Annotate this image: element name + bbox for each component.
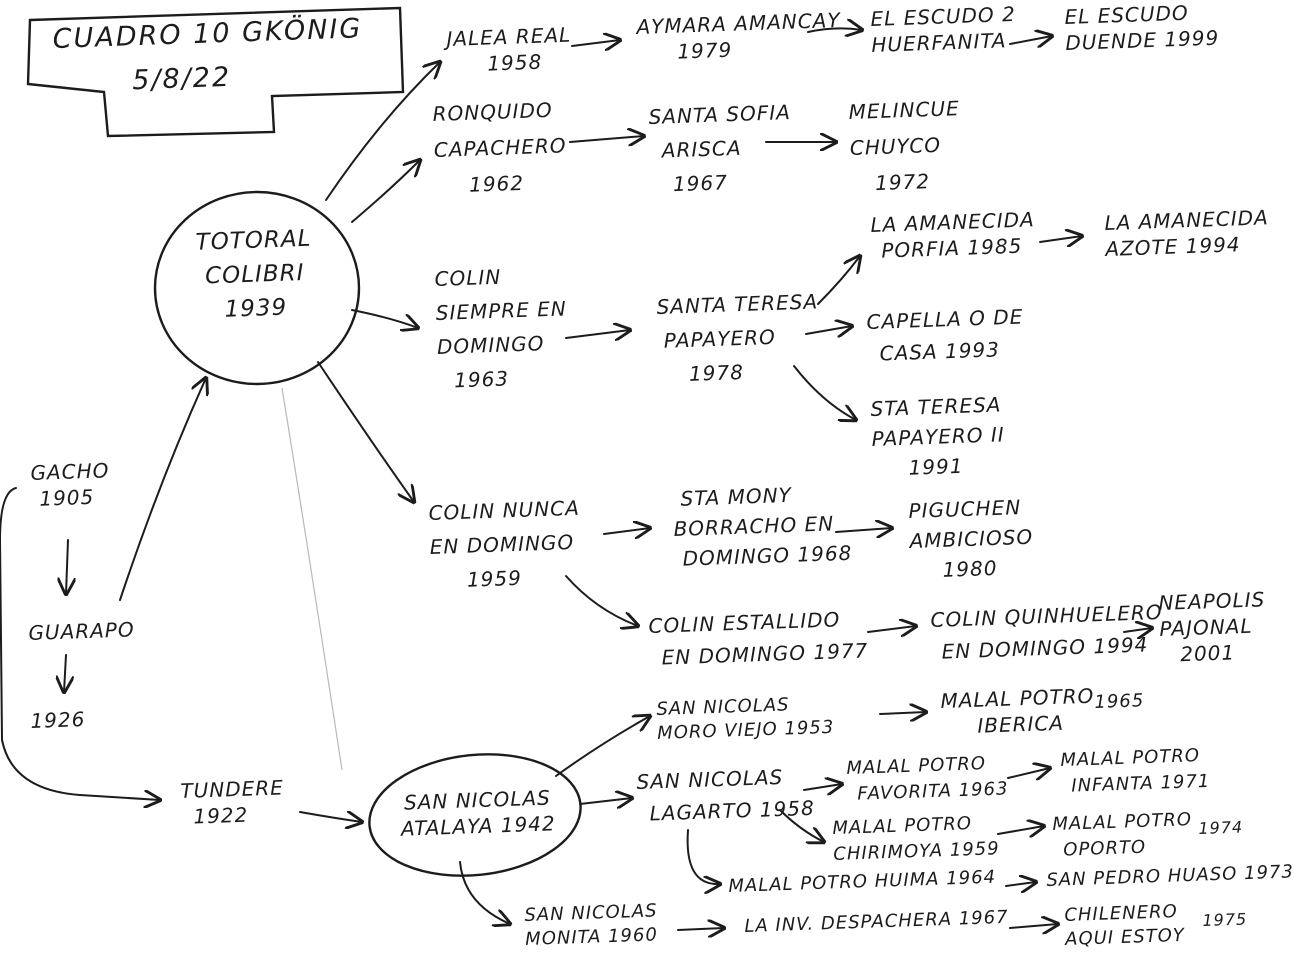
node-malal-potro-iberica: MALAL POTRO IBERICA bbox=[940, 683, 1095, 738]
edge-estallido-quinhuelero bbox=[867, 626, 916, 632]
node-jalea-real: JALEA REAL 1958 bbox=[446, 22, 572, 76]
edge-atalaya-moro bbox=[555, 716, 650, 777]
edge-atalaya-monita bbox=[459, 861, 510, 924]
edge-totoral-ronquido bbox=[351, 160, 420, 223]
node-sta-mony-borracho: STA MONY BORRACHO EN DOMINGO 1968 bbox=[673, 482, 853, 571]
node-san-nicolas-lagarto: SAN NICOLAS LAGARTO 1958 bbox=[636, 764, 816, 826]
node-aymara-amancay: AYMARA AMANCAY 1979 bbox=[636, 7, 841, 64]
node-malal-oporto-year: 1974 bbox=[1198, 817, 1244, 838]
edge-totoral-jalea bbox=[325, 62, 440, 201]
edge-totoral-colin-nunca bbox=[317, 361, 414, 502]
node-colin-siempre-en-domingo: COLIN SIEMPRE EN DOMINGO 1963 bbox=[434, 264, 568, 393]
edge-nunca-sta-mony bbox=[603, 528, 650, 534]
node-la-amanecida-azote: LA AMANECIDA AZOTE 1994 bbox=[1104, 205, 1270, 261]
edge-aymara-escudo2 bbox=[807, 28, 862, 32]
diagram-title: CUADRO 10 GKÖNIG 5/8/22 bbox=[52, 7, 365, 106]
edge-totoral-colin-siempre bbox=[351, 309, 418, 328]
node-chilenero-aqui-estoy: CHILENERO AQUI ESTOY bbox=[1064, 901, 1186, 950]
edge-teresa-capella bbox=[805, 326, 852, 334]
node-malal-potro-oporto: MALAL POTRO OPORTO bbox=[1052, 809, 1193, 861]
edge-chirimoya-oporto bbox=[997, 826, 1044, 834]
node-malal-potro-favorita: MALAL POTRO FAVORITA 1963 bbox=[846, 753, 1009, 805]
node-neapolis-pajonal: NEAPOLIS PAJONAL 2001 bbox=[1158, 587, 1266, 667]
edge-moro-iberica bbox=[879, 712, 926, 714]
edge-quinhuelero-neapolis bbox=[1123, 628, 1152, 632]
edge-escudo2-escudo bbox=[1009, 36, 1052, 44]
node-la-amanecida-porfia: LA AMANECIDA PORFIA 1985 bbox=[870, 207, 1036, 263]
edge-guarapo-totoral bbox=[119, 378, 206, 601]
node-guarapo-year: 1926 bbox=[30, 707, 86, 733]
node-tundere: TUNDERE 1922 bbox=[180, 775, 285, 829]
node-melincue-chuyco: MELINCUE CHUYCO 1972 bbox=[848, 96, 961, 196]
edge-favorita-infanta bbox=[1007, 768, 1050, 778]
edge-amanecida-azote bbox=[1039, 236, 1082, 242]
node-santa-teresa-papayero: SANTA TERESA PAPAYERO 1978 bbox=[656, 289, 819, 386]
node-colin-estallido: COLIN ESTALLIDO EN DOMINGO 1977 bbox=[648, 607, 869, 670]
edge-lagarto-huima bbox=[686, 829, 720, 884]
totoral-circle bbox=[153, 190, 361, 386]
faint-guide-line bbox=[281, 387, 343, 771]
edge-tundere-atalaya bbox=[299, 812, 362, 822]
edge-ronquido-santa-sofia bbox=[569, 136, 644, 142]
edge-lagarto-favorita bbox=[803, 784, 842, 790]
node-san-nicolas-moro-viejo: SAN NICOLAS MORO VIEJO 1953 bbox=[656, 694, 835, 744]
edge-huima-san-pedro bbox=[1005, 882, 1036, 886]
edge-atalaya-lagarto bbox=[579, 798, 632, 804]
edge-lagarto-chirimoya bbox=[779, 809, 824, 842]
edge-left-tundere bbox=[0, 487, 160, 800]
node-malal-potro-chirimoya: MALAL POTRO CHIRIMOYA 1959 bbox=[832, 813, 1000, 865]
node-piguchen-ambicioso: PIGUCHEN AMBICIOSO 1980 bbox=[908, 495, 1034, 582]
edge-nunca-estallido bbox=[565, 575, 638, 626]
edge-teresa-amanecida bbox=[817, 256, 860, 305]
title-frame bbox=[26, 6, 405, 138]
edge-colin-siempre-teresa bbox=[565, 330, 630, 338]
node-gacho: GACHO 1905 bbox=[30, 458, 110, 511]
node-colin-nunca-en-domingo: COLIN NUNCA EN DOMINGO 1959 bbox=[428, 495, 581, 592]
edge-jalea-aymara bbox=[571, 40, 620, 46]
node-el-escudo-2: EL ESCUDO 2 HUERFANITA bbox=[870, 1, 1017, 57]
edge-teresa-sta-teresa-ii bbox=[793, 365, 856, 420]
node-sta-teresa-papayero-ii: STA TERESA PAPAYERO II 1991 bbox=[870, 392, 1006, 480]
node-colin-quinhuelero: COLIN QUINHUELERO EN DOMINGO 1994 bbox=[930, 599, 1163, 664]
node-ronquido-capachero: RONQUIDO CAPACHERO 1962 bbox=[432, 97, 567, 197]
node-malal-potro-infanta: MALAL POTRO INFANTA 1971 bbox=[1060, 745, 1211, 797]
node-chilenero-year: 1975 bbox=[1202, 909, 1248, 930]
node-el-escudo-duende: EL ESCUDO DUENDE 1999 bbox=[1064, 0, 1220, 55]
edge-la-inv-chilenero bbox=[1009, 924, 1058, 928]
node-capella-o-de-casa: CAPELLA O DE CASA 1993 bbox=[866, 304, 1024, 366]
edge-monita-la-inv bbox=[677, 928, 724, 930]
node-santa-sofia-arisca: SANTA SOFIA ARISCA 1967 bbox=[648, 100, 792, 197]
node-totoral-colibri: TOTORAL COLIBRI 1939 bbox=[195, 225, 312, 323]
node-malal-iberica-year: 1965 bbox=[1094, 690, 1145, 713]
edge-guarapo-1926 bbox=[64, 654, 66, 692]
edge-mony-piguchen bbox=[835, 528, 892, 532]
node-san-nicolas-atalaya: SAN NICOLAS ATALAYA 1942 bbox=[400, 785, 557, 841]
node-guarapo: GUARAPO bbox=[28, 617, 136, 645]
node-san-nicolas-monita: SAN NICOLAS MONITA 1960 bbox=[524, 900, 659, 950]
edge-gacho-guarapo bbox=[66, 539, 68, 594]
